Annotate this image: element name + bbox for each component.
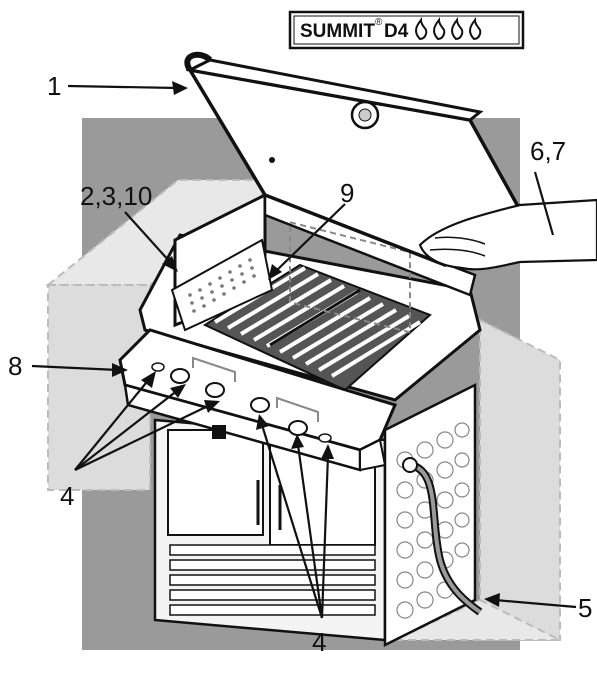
callout-8: 8 [8,351,22,381]
brand-name: SUMMIT [300,21,375,42]
ignition-button[interactable] [212,425,226,439]
callout-6-7: 6,7 [530,136,566,166]
registered-mark: ® [375,17,383,28]
brand-model: D4 [384,21,409,42]
callout-2-3-10: 2,3,10 [80,181,152,211]
callout-9: 9 [340,178,354,208]
side-panel-vented [385,385,480,645]
brand-badge: SUMMIT ® D4 [290,12,523,48]
callout-4-bottom: 4 [312,627,326,657]
callout-1: 1 [47,71,61,101]
callout-4-left: 4 [60,481,74,511]
callout-5: 5 [578,593,592,623]
